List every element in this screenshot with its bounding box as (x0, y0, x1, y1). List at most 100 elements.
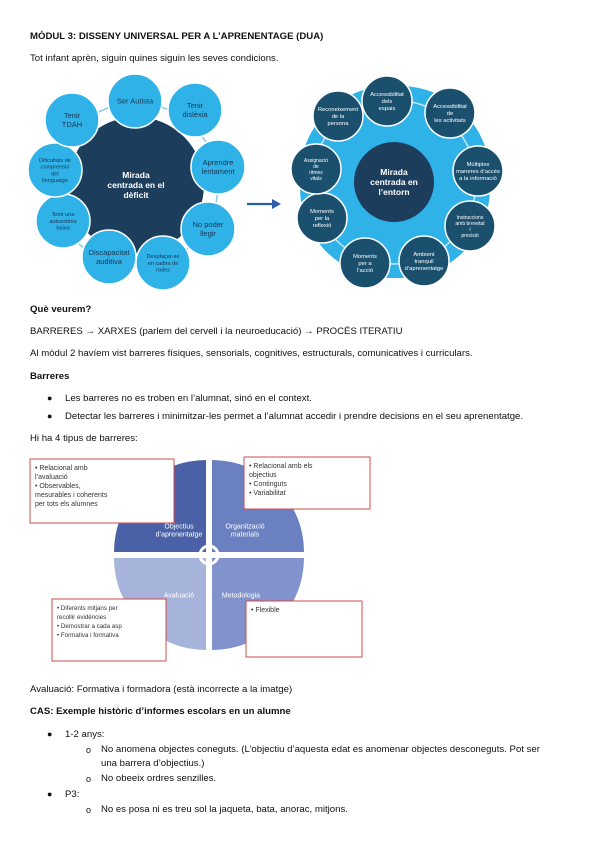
petal-label: maneres d’accés (456, 169, 500, 175)
callout-text: • Flexible (251, 607, 280, 614)
quadrant-label: Metodologia (222, 592, 260, 599)
petal-circle (398, 235, 450, 287)
cas-subitem-line: No es posa ni es treu sol la jaqueta, ba… (101, 804, 348, 815)
cas-subitem-line: No obeeix ordres senzilles. (101, 773, 217, 784)
petal-circle (107, 73, 163, 129)
avaluacio-line: Avaluació: Formativa i formadora (està i… (30, 684, 293, 695)
petal-label: a la informació (459, 176, 497, 182)
bullet-icon: ● (47, 789, 53, 799)
petal-label: Ambient (413, 252, 435, 258)
center-label: centrada en el (107, 180, 164, 190)
petal-label: de (313, 164, 319, 170)
bullet-icon: ● (47, 393, 53, 403)
petal-label: Discapacitat (89, 248, 131, 257)
petal-circle (180, 201, 236, 257)
barreres-xarxes-line: BARRERES → XARXES (parlem del cervell i … (30, 326, 403, 337)
cas-item-label: 1-2 anys: (65, 729, 105, 740)
petal-label: espais (379, 106, 396, 112)
callout-box (245, 600, 363, 658)
petal-circle (27, 142, 83, 198)
callout-text: objectius (249, 472, 277, 479)
petal-circle (444, 200, 496, 252)
petal-label: Instruccions (457, 215, 484, 221)
quadrant-label: Organització (225, 523, 264, 530)
petal-label: les activitats (434, 118, 466, 124)
petal-label: Moments (353, 254, 377, 260)
petal-label: dels (382, 99, 393, 105)
petal-label: llenguatge (42, 178, 68, 184)
petal-circle (452, 145, 504, 197)
petal-label: llegir (200, 229, 216, 238)
quadrant-label: materials (231, 532, 260, 539)
callout-text: • Observables, (35, 483, 81, 490)
callout-text: per tots els alumnes (35, 501, 98, 508)
petal-label: comprensió (41, 165, 70, 171)
petal-label: Desplaçar-se (147, 254, 180, 260)
callout-text: l’avaluació (35, 474, 68, 481)
petal-label: tranquil (414, 259, 433, 265)
petal-label: dislèxia (182, 110, 208, 119)
petal-label: Aprendre (203, 158, 234, 167)
petal-label: Moments (310, 209, 334, 215)
callout-box (51, 598, 167, 662)
center-circle (68, 117, 204, 253)
sub-bullet-icon: o (86, 805, 92, 815)
callout-text: • Continguts (249, 481, 287, 488)
petal-label: Tenir (64, 111, 81, 120)
petal-label: vitals (310, 176, 322, 182)
petal-label: amb brevetat (455, 221, 485, 227)
petal-circle (290, 143, 342, 195)
petal-label: Ser Autista (117, 97, 154, 106)
callout-box (243, 456, 371, 510)
petal-label: auditiva (96, 257, 123, 266)
bullet-icon: ● (47, 411, 53, 421)
callout-text: • Diferents mitjans per (57, 605, 118, 612)
document-title: MÒDUL 3: DISSENY UNIVERSAL PER A L’APREN… (30, 31, 324, 42)
callout-text: recollir evidències (57, 614, 106, 621)
quadrant-label: Avaluació (164, 592, 194, 599)
petal-circle (424, 87, 476, 139)
center-label: Mirada (122, 170, 150, 180)
petal-label: per a (358, 261, 372, 267)
barrera-bullet: Detectar les barreres i minimitzar-les p… (65, 411, 524, 422)
section-cas: CAS: Exemple històric d’informes escolar… (30, 706, 291, 717)
arrow-head-icon (272, 199, 281, 209)
petal-circle (167, 82, 223, 138)
petal-label: baixa (56, 226, 70, 232)
petal-circle (190, 139, 246, 195)
center-label: centrada en (370, 177, 418, 187)
petal-circle (312, 90, 364, 142)
petal-label: Múltiples (467, 162, 490, 168)
section-que-veurem: Què veurem? (30, 304, 92, 315)
petal-circle (361, 75, 413, 127)
petal-label: de la (332, 114, 345, 120)
petal-label: reflexió (313, 223, 332, 229)
petal-label: TDAH (62, 120, 82, 129)
petal-label: i (469, 227, 470, 233)
petal-label: Tenir (187, 101, 204, 110)
petal-label: per la (315, 216, 330, 222)
barriers-types-diagram: Objectius d’aprenentatge Organització mater… (29, 456, 371, 662)
callout-text: • Relacional amb (35, 465, 88, 472)
sub-bullet-icon: o (86, 745, 92, 755)
petal-label: Accessibilitat (433, 104, 467, 110)
petal-label: Reconeixement (318, 107, 359, 113)
petal-label: en cadira de (148, 261, 179, 267)
petal-label: No poder (193, 220, 224, 229)
quadrant-label: d’aprenentatge (156, 532, 203, 539)
petal-label: l’acció (357, 268, 373, 274)
quadrant-label: Objectius (164, 523, 194, 530)
petal-circle (44, 92, 100, 148)
center-circle (354, 142, 434, 222)
sub-bullet-icon: o (86, 774, 92, 784)
petal-label: ritmes (309, 170, 323, 176)
petal-label: Assignació (304, 158, 328, 164)
cas-subitem-line: No anomena objectes coneguts. (L’objecti… (101, 744, 540, 755)
cas-subitem-line: una barrera d’objectius.) (101, 758, 205, 769)
petal-circle (339, 237, 391, 289)
cycle-icon (198, 544, 220, 566)
intro-text: Tot infant aprèn, siguin quines siguin l… (30, 53, 279, 64)
petal-label: autoestima (49, 219, 77, 225)
